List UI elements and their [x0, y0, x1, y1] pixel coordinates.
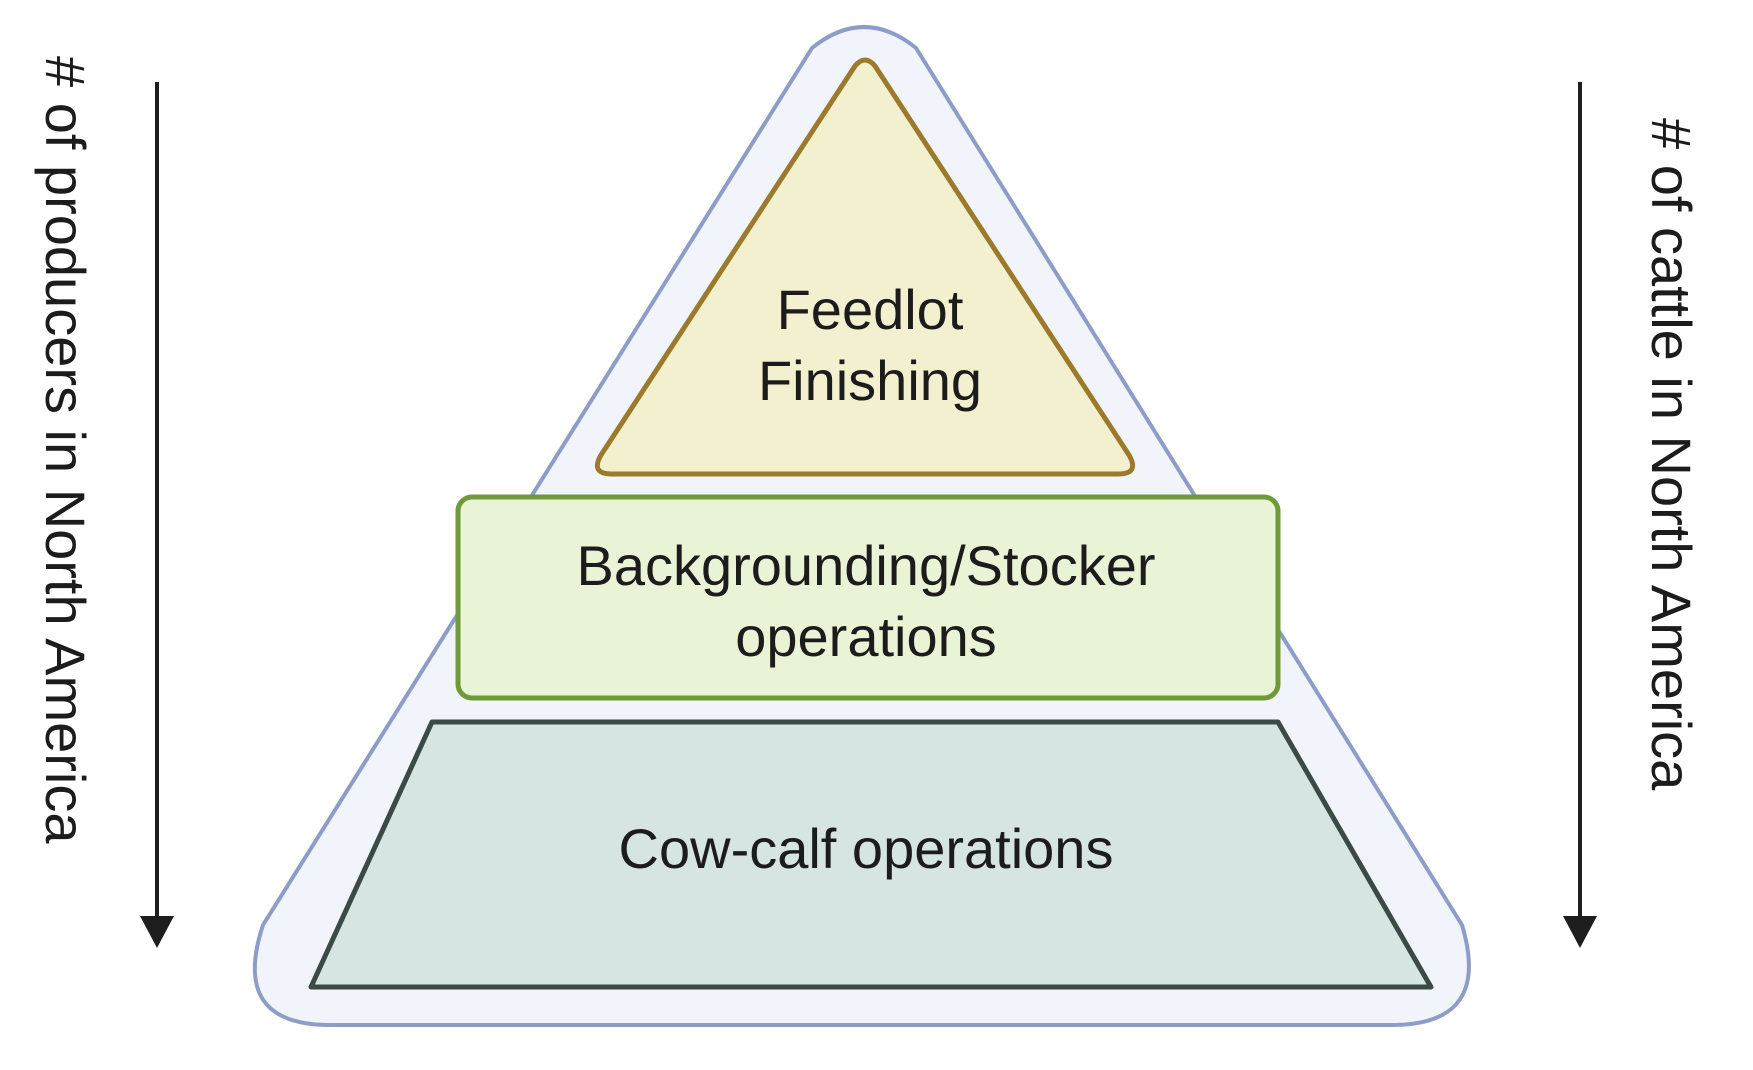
tier-top-feedlot: [594, 57, 1136, 477]
tier-top-label-line2: Finishing: [758, 349, 982, 412]
tier-middle-backgrounding: [455, 494, 1281, 701]
tier-top-label-line1: Feedlot: [777, 278, 964, 341]
right-axis-label: # of cattle in North America: [1640, 118, 1703, 791]
left-down-arrow: [140, 82, 174, 948]
tier-middle-label-line1: Backgrounding/Stocker: [576, 534, 1155, 597]
left-axis-label: # of producers in North America: [34, 56, 97, 844]
right-down-arrow: [1563, 82, 1597, 948]
tier-bottom-cow-calf: [308, 719, 1434, 990]
tier-bottom-label: Cow-calf operations: [619, 817, 1114, 880]
tier-middle-label-line2: operations: [735, 605, 997, 668]
